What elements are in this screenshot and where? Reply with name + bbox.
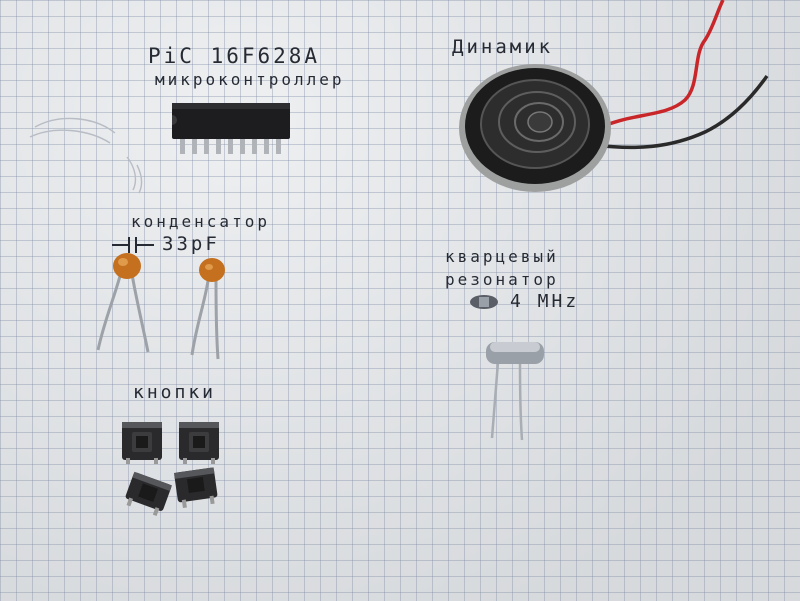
speaker [459, 0, 769, 192]
tactile-button-1 [122, 422, 162, 464]
ceramic-capacitor-1 [96, 253, 150, 353]
tactile-button-2 [179, 422, 219, 464]
tactile-button-3 [125, 471, 172, 516]
crystal-label-line1: кварцевый [445, 247, 559, 266]
crystal-symbol-icon [470, 295, 498, 309]
ceramic-capacitor-2 [190, 258, 225, 360]
crystal-label-line2: резонатор [445, 270, 559, 289]
microcontroller-label: микроконтроллер [155, 70, 345, 89]
capacitor-symbol-icon [112, 237, 154, 253]
pencil-scribble [29, 117, 143, 194]
tactile-button-4 [173, 467, 218, 509]
capacitance-label: 33pF [162, 233, 220, 255]
buttons-label: кнопки [133, 382, 217, 403]
pic-microcontroller-chip [172, 103, 290, 154]
crystal-resonator [486, 342, 544, 441]
pic-model-label: PiC 16F628A [148, 44, 321, 68]
frequency-label: 4 MHz [510, 291, 580, 312]
speaker-label: Динамик [452, 36, 554, 58]
capacitor-label: конденсатор [131, 212, 270, 231]
